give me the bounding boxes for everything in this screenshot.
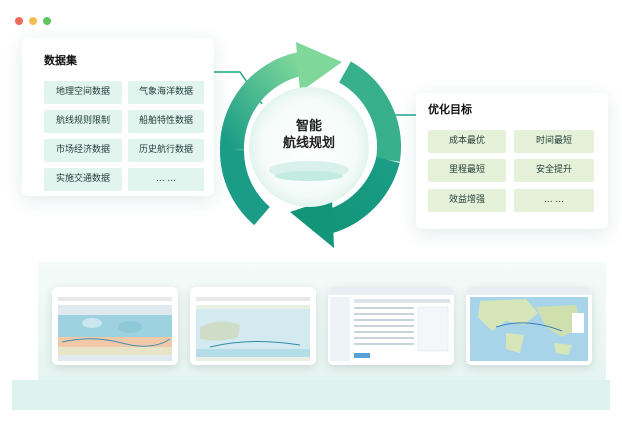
goal-item: 安全提升: [514, 159, 594, 182]
goal-item: 里程最短: [428, 159, 506, 182]
center-label: 智能 航线规划: [259, 118, 359, 152]
goals-title: 优化目标: [428, 103, 472, 116]
goal-item: 效益增强: [428, 189, 506, 212]
dataset-item: 市场经济数据: [44, 139, 122, 162]
dataset-item: 实施交通数据: [44, 168, 122, 191]
maximize-dot[interactable]: [43, 17, 51, 25]
dataset-item: 地理空间数据: [44, 81, 122, 104]
goal-item: ... ...: [514, 189, 594, 212]
center-label-line2: 航线规划: [282, 136, 335, 151]
dataset-item: 历史航行数据: [128, 139, 204, 162]
dataset-item: 船舶特性数据: [128, 110, 204, 133]
dataset-item: 航线规则限制: [44, 110, 122, 133]
thumbnail-map-view-ocean[interactable]: [52, 287, 178, 365]
dataset-item: ... ...: [128, 168, 204, 191]
dataset-panel: 数据集 地理空间数据 气象海洋数据 航线规则限制 船舶特性数据 市场经济数据 历…: [22, 38, 214, 196]
dataset-title: 数据集: [44, 54, 77, 67]
goal-item: 成本最优: [428, 130, 506, 153]
window-controls: [15, 17, 51, 25]
thumbnail-map-view-route[interactable]: [190, 287, 316, 365]
center-label-line1: 智能: [295, 119, 322, 134]
goal-item: 时间最短: [514, 130, 594, 153]
bottom-band: [12, 380, 610, 410]
goals-panel: 优化目标 成本最优 时间最短 里程最短 安全提升 效益增强 ... ...: [416, 93, 608, 229]
close-dot[interactable]: [15, 17, 23, 25]
dataset-item: 气象海洋数据: [128, 81, 204, 104]
thumbnail-satellite-map-view[interactable]: [466, 287, 592, 365]
thumbnail-data-table-view[interactable]: [328, 287, 454, 365]
minimize-dot[interactable]: [29, 17, 37, 25]
